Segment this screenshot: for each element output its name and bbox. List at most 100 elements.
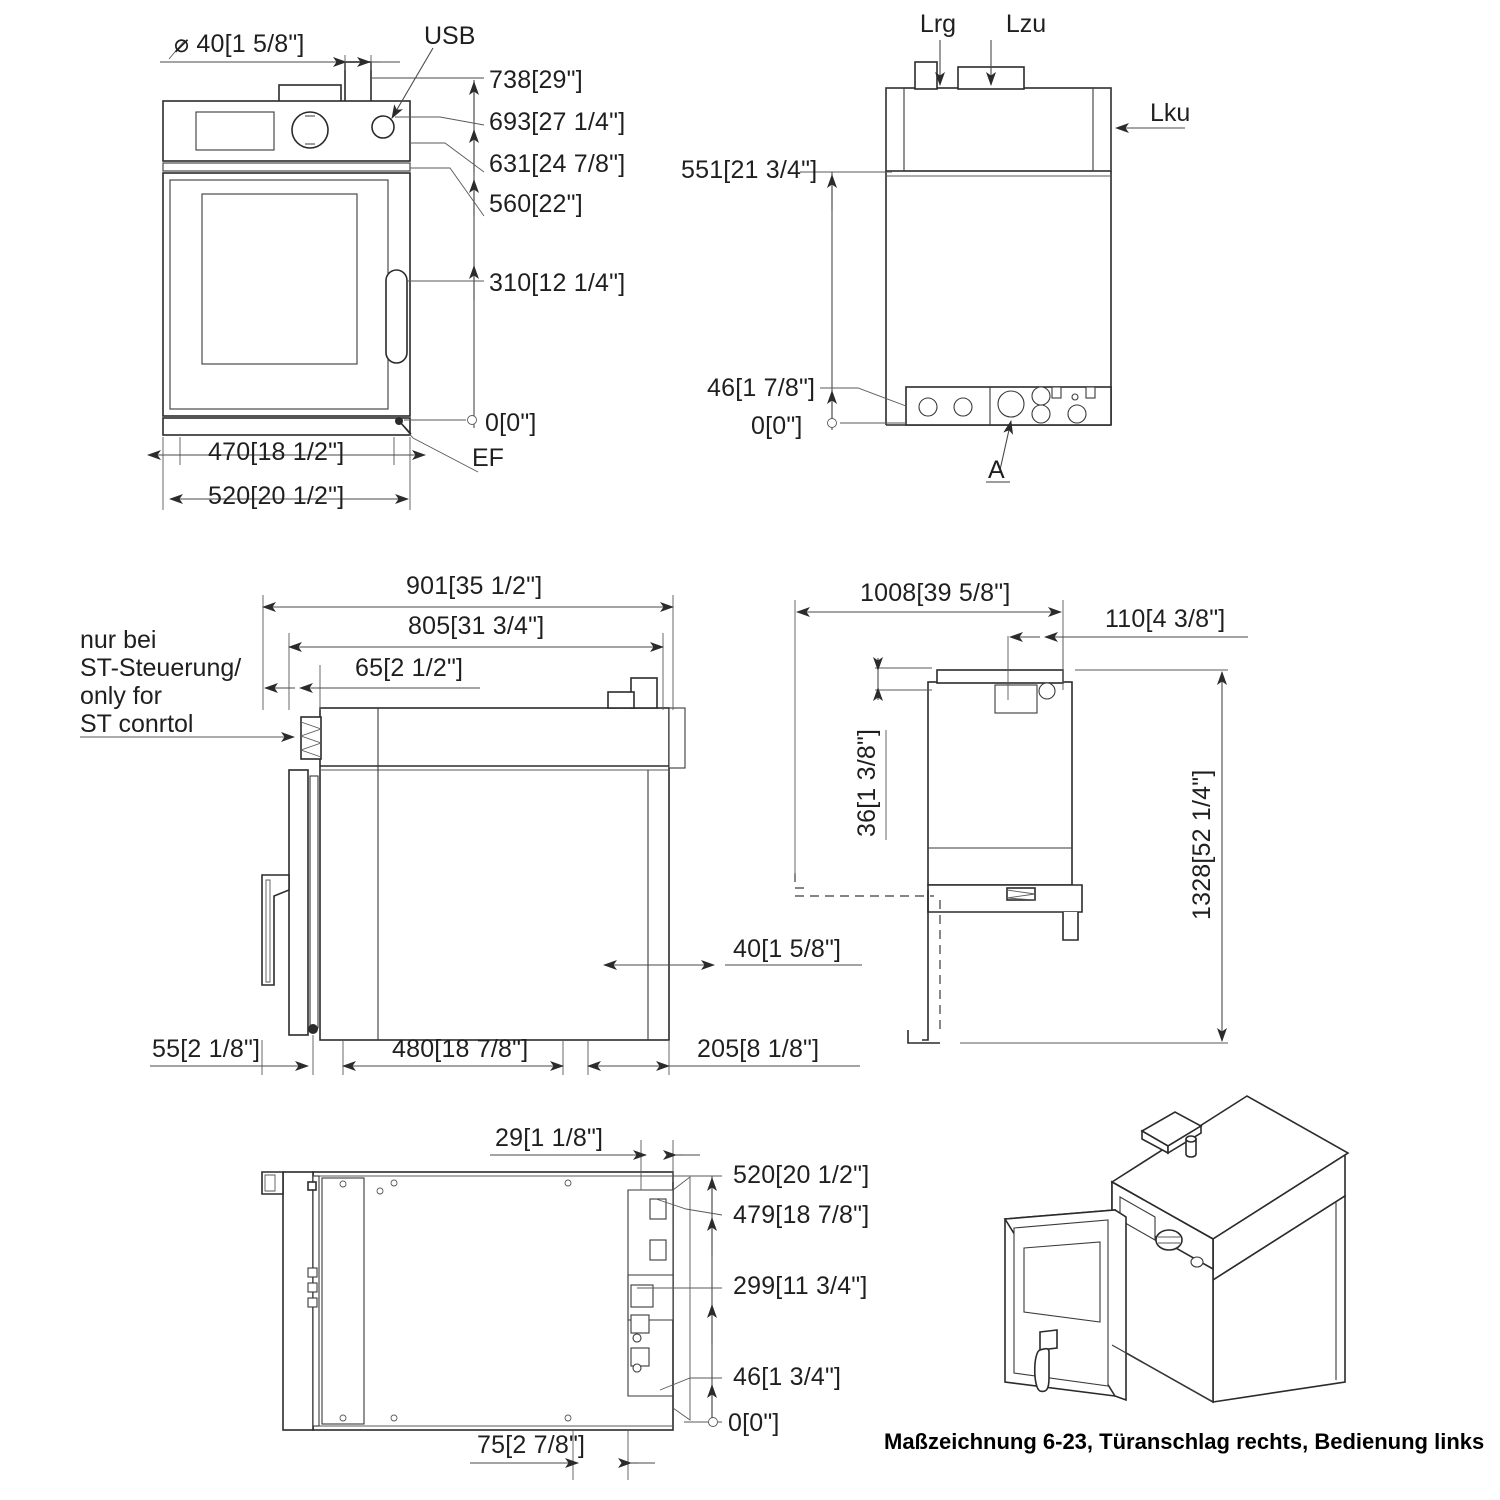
dim-diameter-top: ⌀ 40[1 5/8"] [160, 30, 400, 70]
dim-299-text: 299[11 3/4"] [733, 1272, 868, 1300]
usb-label: USB [424, 22, 475, 50]
install-floor-bracket [922, 890, 929, 1041]
dim-1008-text: 1008[39 5/8"] [860, 579, 1011, 607]
top-screw-1 [339, 1180, 347, 1188]
dim-diameter-top-text: ⌀ 40[1 5/8"] [174, 30, 305, 58]
rear-port-4 [1031, 386, 1051, 406]
top-screw-4 [390, 1414, 398, 1422]
top-screw-2 [339, 1414, 347, 1422]
section-a-label: A [988, 456, 1005, 484]
dim-631-text: 631[24 7/8"] [489, 150, 625, 178]
ef-leader: EF [398, 420, 504, 473]
side-cabinet-body [319, 707, 670, 1041]
rear-slot-2 [1085, 386, 1096, 399]
top-hinge-block [307, 1181, 317, 1191]
dim-40-side: 40[1 5/8"] [603, 935, 862, 970]
note-line-4: ST conrtol [80, 710, 193, 738]
side-bottom-dims: 55[2 1/8"] 480[18 7/8"] 205[8 1/8"] [150, 1035, 860, 1075]
install-display [994, 684, 1038, 714]
dim-46-top-text: 46[1 3/4"] [733, 1363, 841, 1391]
lrg-port [914, 61, 938, 90]
dim-40-side-text: 40[1 5/8"] [733, 935, 841, 963]
front-control-panel [162, 100, 411, 162]
dim-55-text: 55[2 1/8"] [152, 1035, 260, 1063]
note-line-3: only for [80, 682, 162, 710]
dim-551: 551[21 3/4"] [681, 156, 892, 430]
front-display-screen [195, 111, 275, 151]
dim-551-text: 551[21 3/4"] [681, 156, 817, 184]
top-screw-5 [564, 1179, 572, 1187]
drawing-caption: Maßzeichnung 6-23, Türanschlag rechts, B… [884, 1429, 1484, 1454]
dim-1328-text: 1328[52 1/4"] [1188, 770, 1216, 921]
dim-470-text: 470[18 1/2"] [208, 438, 344, 466]
rear-top-housing [885, 87, 1112, 172]
lzu-label: Lzu [1006, 10, 1046, 38]
dim-1008: 1008[39 5/8"] [794, 579, 1064, 875]
rear-port-labels: Lrg Lzu Lku [920, 10, 1190, 133]
dim-693-text: 693[27 1/4"] [489, 108, 625, 136]
iso-usb-port [1190, 1256, 1204, 1268]
rear-housing-left-edge [885, 87, 905, 172]
rear-port-3 [997, 390, 1025, 418]
dim-520-top-text: 520[20 1/2"] [733, 1161, 869, 1189]
isometric-view [1003, 1095, 1350, 1404]
iso-top-accessory [1140, 1111, 1203, 1158]
rear-view: Lrg Lzu Lku 551[21 3/4"] 46[1 7/8"] 0[0"… [681, 10, 1190, 484]
dim-0-rear-text: 0[0"] [751, 412, 803, 440]
installation-view: 1008[39 5/8"] 110[4 3/8"] 36[1 3/8"] 13 [794, 579, 1248, 1044]
side-top-fitting [630, 677, 658, 709]
install-top-cover [936, 669, 1064, 684]
dim-738-text: 738[29"] [489, 66, 583, 94]
top-vertical-dim-chain: 520[20 1/2"] 479[18 7/8"] 299[11 3/4"] 4… [637, 1161, 869, 1437]
rear-port-5 [1031, 404, 1051, 424]
rear-port-2 [953, 397, 973, 417]
usb-leader: USB [391, 22, 475, 119]
dim-36: 36[1 3/8"] [853, 657, 932, 840]
dim-901: 901[35 1/2"] [262, 572, 674, 710]
top-left-connectors [307, 1267, 318, 1308]
front-base [162, 417, 411, 436]
dim-480-text: 480[18 7/8"] [392, 1035, 528, 1063]
install-knob [1038, 682, 1056, 700]
dim-65: 65[2 1/2"] [264, 654, 480, 710]
dim-75-text: 75[2 7/8"] [477, 1431, 585, 1459]
top-handle-nub [261, 1171, 284, 1195]
dim-805: 805[31 3/4"] [288, 612, 664, 710]
front-panel-gap [162, 162, 411, 172]
side-door-glass [309, 775, 319, 1029]
front-door-handle [385, 269, 408, 364]
top-screw-3 [390, 1179, 398, 1187]
dim-1328: 1328[52 1/4"] [960, 669, 1228, 1044]
dim-0-top-text: 0[0"] [728, 1409, 780, 1437]
section-marker-a: A [986, 420, 1014, 484]
dim-65-text: 65[2 1/2"] [355, 654, 463, 682]
note-line-1: nur bei [80, 626, 156, 654]
dim-29-text: 29[1 1/8"] [495, 1124, 603, 1152]
usb-port-icon [371, 115, 395, 139]
top-rear-flange [672, 1176, 691, 1421]
iso-door-window [1023, 1241, 1101, 1323]
iso-door-handle [1033, 1329, 1058, 1393]
st-control-note: nur bei ST-Steuerung/ only for ST conrto… [80, 626, 295, 742]
dim-46-rear-text: 46[1 7/8"] [707, 374, 815, 402]
iso-knob [1155, 1229, 1183, 1251]
rear-port-6 [1067, 404, 1087, 424]
top-inner-panel [321, 1177, 365, 1425]
top-right-connector-block [627, 1189, 674, 1397]
dim-46-0-rear: 46[1 7/8"] 0[0"] [707, 374, 907, 440]
iso-control-band [1111, 1180, 1214, 1271]
dim-805-text: 805[31 3/4"] [408, 612, 544, 640]
front-door-window [201, 193, 358, 365]
side-door-panel [288, 769, 309, 1036]
side-top-fitting-2 [607, 691, 635, 709]
front-horizontal-dims: 470[18 1/2"] 520[20 1/2"] [147, 437, 426, 510]
dim-0-front-text: 0[0"] [485, 409, 537, 437]
dim-36-text: 36[1 3/8"] [853, 729, 881, 837]
note-line-2: ST-Steuerung/ [80, 654, 241, 682]
knob-marks [305, 115, 315, 145]
install-floor-foot [907, 1030, 940, 1044]
lku-label: Lku [1150, 99, 1190, 127]
dim-205-text: 205[8 1/8"] [697, 1035, 819, 1063]
dim-901-text: 901[35 1/2"] [406, 572, 542, 600]
dim-479-text: 479[18 7/8"] [733, 1201, 869, 1229]
